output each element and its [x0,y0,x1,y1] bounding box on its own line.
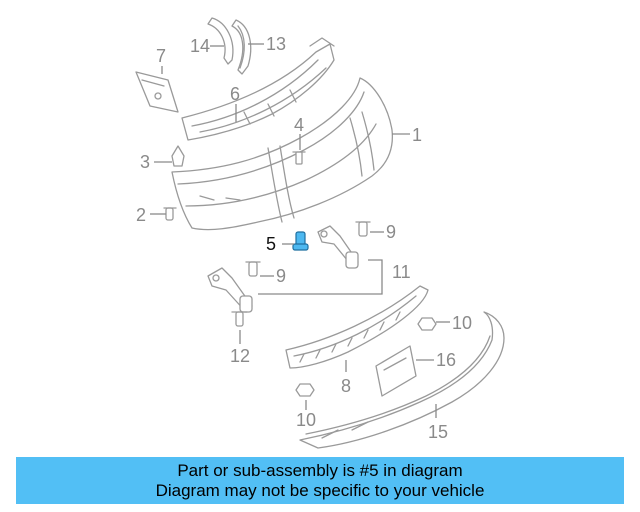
part-16-license-bracket [375,345,417,397]
part-12-bolt [231,311,248,327]
callout-1: 1 [412,125,422,145]
callout-10b: 10 [296,410,316,430]
banner-line-1: Part or sub-assembly is #5 in diagram [177,460,463,480]
info-banner: Part or sub-assembly is #5 in diagram Di… [16,457,624,504]
callout-7: 7 [156,46,166,66]
part-14-bracket [207,17,234,65]
part-10-nut-left [295,383,315,397]
part-3-clip [171,145,185,167]
leader-lines [150,43,450,418]
callout-9a: 9 [386,222,396,242]
part-15-valance [299,311,505,449]
callout-11: 11 [392,262,411,282]
part-2-fastener [163,207,177,221]
callout-9b: 9 [276,266,286,286]
part-1-bumper-cover [171,77,394,231]
callout-8: 8 [341,376,351,396]
callout-13: 13 [266,34,286,54]
callout-3: 3 [140,152,150,172]
part-7-bracket [135,71,179,113]
part-11-bracket-right [317,225,359,269]
callout-4: 4 [294,115,304,135]
part-9-bolt-lower [245,261,261,277]
parts-diagram: 1 2 3 4 5 6 7 8 9 9 10 10 11 12 13 14 15… [135,17,505,449]
part-10-nut-right [417,317,437,331]
part-11-bracket-left [207,267,253,313]
callout-5: 5 [266,234,276,254]
part-9-bolt-upper [355,221,371,237]
part-5-bolt-highlighted [292,231,309,251]
part-6-absorber [181,37,335,141]
part-13-bracket [231,19,252,75]
callout-10a: 10 [452,313,472,333]
callout-12: 12 [230,346,250,366]
part-4-screw [292,151,306,165]
callout-15: 15 [428,422,448,442]
callouts: 1 2 3 4 5 6 7 8 9 9 10 10 11 12 13 14 15… [136,34,472,442]
callout-14: 14 [190,36,210,56]
callout-6: 6 [230,84,240,104]
banner-line-2: Diagram may not be specific to your vehi… [155,480,485,500]
callout-16: 16 [436,350,456,370]
callout-2: 2 [136,205,146,225]
part-8-reinforcement [285,285,429,369]
